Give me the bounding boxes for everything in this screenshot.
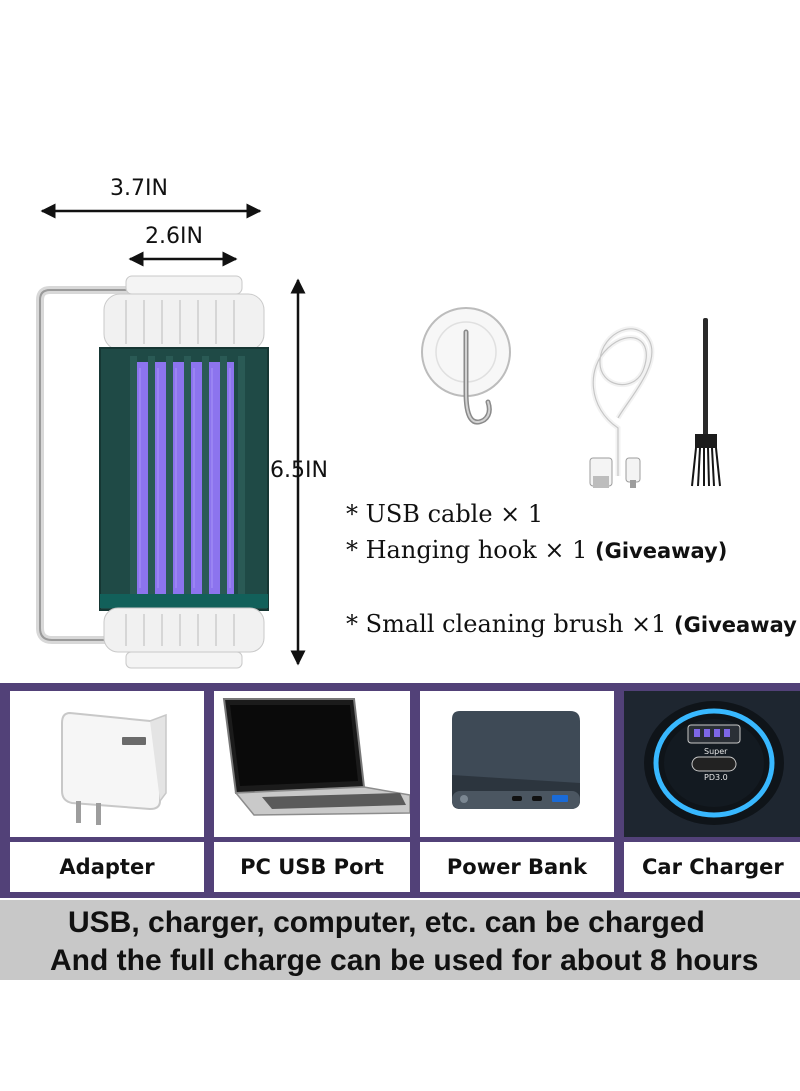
accessory-line-cleaning-brush: * Small cleaning brush ×1 (Giveaway xyxy=(346,610,797,638)
charger-label-car-charger: Car Charger xyxy=(624,842,800,892)
hanging-hook-icon xyxy=(421,307,511,425)
usb-cable-icon xyxy=(589,326,655,488)
car-charger-pd-mark: PD3.0 xyxy=(704,773,728,782)
car-charger-icon xyxy=(624,691,800,837)
outer-width-label: 3.7IN xyxy=(110,176,168,201)
bug-zapper-lamp-icon xyxy=(36,275,269,669)
charger-tile-car-charger: Super PD3.0 xyxy=(624,691,800,837)
charger-tile-laptop xyxy=(214,691,410,837)
charger-label-pc-usb-port: PC USB Port xyxy=(214,842,410,892)
wall-adapter-icon xyxy=(61,711,167,825)
charging-info-footer: USB, charger, computer, etc. can be char… xyxy=(0,900,800,980)
cleaning-brush-icon xyxy=(691,318,721,487)
power-bank-icon xyxy=(452,711,580,809)
inner-width-label: 2.6IN xyxy=(145,224,203,249)
charger-label-power-bank: Power Bank xyxy=(420,842,614,892)
accessory-line-usb-cable: * USB cable × 1 xyxy=(346,500,544,528)
footer-line-1: USB, charger, computer, etc. can be char… xyxy=(68,906,705,939)
charger-label-adapter: Adapter xyxy=(10,842,204,892)
laptop-icon xyxy=(222,698,410,816)
car-charger-super-mark: Super xyxy=(704,747,728,756)
accessory-line-hanging-hook: * Hanging hook × 1 (Giveaway) xyxy=(346,536,728,564)
charger-tile-power-bank xyxy=(420,691,614,837)
charger-tile-adapter xyxy=(10,691,204,837)
dimension-arrows xyxy=(40,203,306,666)
footer-line-2: And the full charge can be used for abou… xyxy=(50,944,759,977)
